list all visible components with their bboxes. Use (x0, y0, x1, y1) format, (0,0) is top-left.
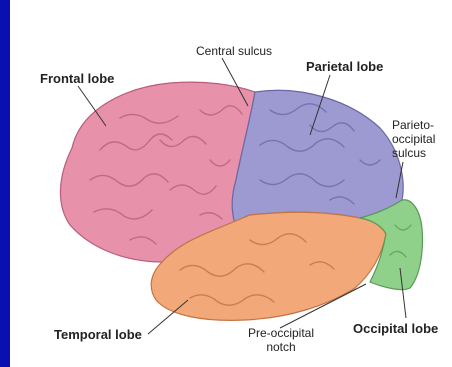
diagram-panel: Frontal lobe Central sulcus Parietal lob… (10, 0, 452, 367)
parietal-lobe-label: Parietal lobe (306, 60, 383, 74)
frontal-lobe-label: Frontal lobe (40, 72, 114, 86)
pre-occipital-notch-label: Pre-occipital notch (248, 326, 314, 354)
occipital-lobe-label: Occipital lobe (353, 322, 438, 336)
parieto-occipital-sulcus-label: Parieto- occipital sulcus (392, 118, 435, 160)
central-sulcus-label: Central sulcus (196, 44, 272, 58)
temporal-lobe-label: Temporal lobe (54, 328, 142, 342)
